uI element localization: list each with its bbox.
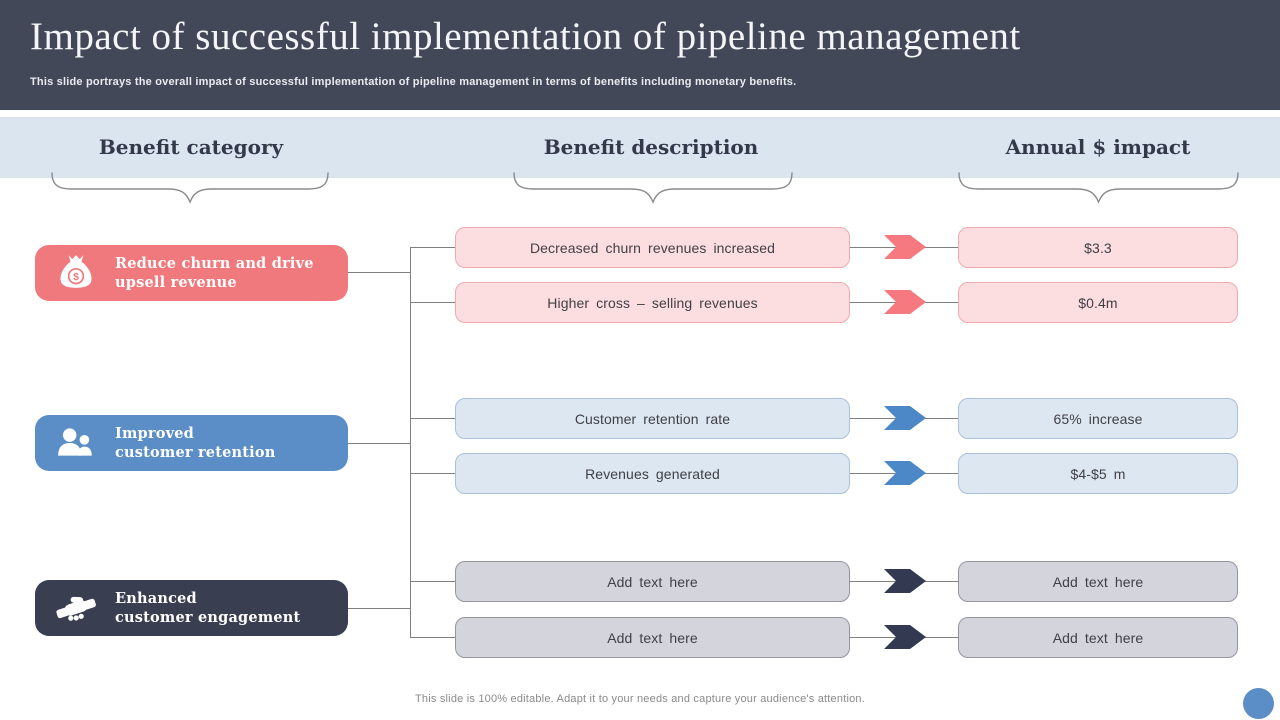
connector-branch-line bbox=[410, 418, 455, 419]
flow-arrow-icon bbox=[884, 461, 926, 485]
brace-icon bbox=[957, 171, 1240, 205]
description-box[interactable]: Customer retention rate bbox=[455, 398, 850, 439]
impact-value-box[interactable]: 65% increase bbox=[958, 398, 1238, 439]
connector-branch-line bbox=[410, 302, 455, 303]
footer-note: This slide is 100% editable. Adapt it to… bbox=[415, 693, 865, 705]
flow-arrow-icon bbox=[884, 235, 926, 259]
category-label: Reduce churn and drive upsell revenue bbox=[115, 254, 314, 291]
connector-category-line bbox=[348, 272, 410, 273]
flow-arrow-icon bbox=[884, 290, 926, 314]
impact-value-box[interactable]: $3.3 bbox=[958, 227, 1238, 268]
connector-branch-line bbox=[410, 247, 455, 248]
category-label: Enhanced customer engagement bbox=[115, 589, 301, 626]
corner-circle-decoration bbox=[1243, 688, 1274, 719]
connector-trunk-line bbox=[410, 247, 411, 637]
connector-branch-line bbox=[410, 637, 455, 638]
people-icon bbox=[58, 428, 92, 456]
description-box[interactable]: Higher cross – selling revenues bbox=[455, 282, 850, 323]
description-box[interactable]: Add text here bbox=[455, 561, 850, 602]
column-header-band bbox=[0, 117, 1280, 178]
svg-text:$: $ bbox=[73, 271, 79, 283]
column-header-benefit-category: Benefit category bbox=[98, 135, 284, 159]
category-box-enhanced-engagement[interactable]: Enhanced customer engagement bbox=[35, 580, 348, 636]
brace-icon bbox=[50, 171, 330, 205]
category-box-improved-retention[interactable]: Improved customer retention bbox=[35, 415, 348, 471]
impact-value-box[interactable]: $4-$5 m bbox=[958, 453, 1238, 494]
connector-category-line bbox=[348, 443, 410, 444]
description-box[interactable]: Revenues generated bbox=[455, 453, 850, 494]
flow-arrow-icon bbox=[884, 569, 926, 593]
page-title: Impact of successful implementation of p… bbox=[30, 15, 1021, 58]
handshake-icon bbox=[56, 596, 96, 621]
impact-value-box[interactable]: Add text here bbox=[958, 617, 1238, 658]
page-subtitle: This slide portrays the overall impact o… bbox=[30, 76, 797, 88]
category-box-reduce-churn[interactable]: $ Reduce churn and drive upsell revenue bbox=[35, 245, 348, 301]
flow-arrow-icon bbox=[884, 625, 926, 649]
impact-value-box[interactable]: $0.4m bbox=[958, 282, 1238, 323]
flow-arrow-icon bbox=[884, 406, 926, 430]
connector-branch-line bbox=[410, 581, 455, 582]
impact-value-box[interactable]: Add text here bbox=[958, 561, 1238, 602]
column-header-annual-impact: Annual $ impact bbox=[1005, 135, 1191, 159]
category-label: Improved customer retention bbox=[115, 424, 276, 461]
column-header-benefit-description: Benefit description bbox=[543, 135, 759, 159]
description-box[interactable]: Decreased churn revenues increased bbox=[455, 227, 850, 268]
description-box[interactable]: Add text here bbox=[455, 617, 850, 658]
connector-branch-line bbox=[410, 473, 455, 474]
slide-header: Impact of successful implementation of p… bbox=[0, 0, 1280, 110]
connector-category-line bbox=[348, 608, 410, 609]
brace-icon bbox=[512, 171, 794, 205]
money-bag-icon: $ bbox=[60, 255, 92, 288]
